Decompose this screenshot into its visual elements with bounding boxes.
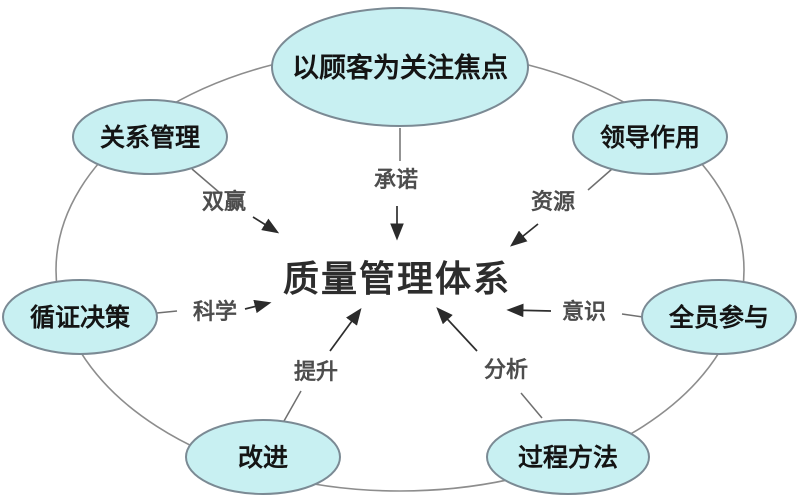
win-win-arrow [252,216,280,234]
edge-label-science: 科学 [193,299,237,324]
full-participation-label: 全员参与 [668,303,769,332]
edge-analysis: 分析 [436,307,543,419]
full-participation-ellipse [641,279,797,355]
win-win-connector-line [191,168,221,194]
edge-label-enhancement: 提升 [294,359,338,384]
science-connector-line [156,310,178,314]
relationship-management-ellipse [72,99,228,175]
edge-label-resources: 资源 [531,189,575,214]
evidence-based-decision-label: 循证决策 [30,303,131,332]
improvement-label: 改进 [238,443,288,472]
awareness-arrow [506,303,552,318]
process-approach-ellipse [486,419,650,495]
edge-commitment: 承诺 [374,128,418,241]
customer-focus-ellipse [271,7,529,127]
node-evidence-based-decision: 循证决策 [2,279,158,355]
edge-resources: 资源 [510,168,613,247]
node-relationship-management: 关系管理 [72,99,228,175]
node-customer-focus: 以顾客为关注焦点 [271,7,529,127]
evidence-based-decision-ellipse [2,279,158,355]
science-arrow [244,299,272,314]
relationship-management-label: 关系管理 [100,123,200,152]
process-approach-label: 过程方法 [518,443,618,472]
node-process-approach: 过程方法 [486,419,650,495]
node-full-participation: 全员参与 [641,279,797,355]
improvement-ellipse [185,419,341,495]
edge-enhancement: 提升 [283,307,362,422]
node-leadership: 领导作用 [572,99,728,175]
edge-science: 科学 [156,299,272,324]
edge-awareness: 意识 [506,299,644,324]
enhancement-arrow [329,307,362,352]
analysis-arrow [436,307,478,352]
awareness-connector-line [621,313,644,318]
analysis-connector-line [520,392,543,419]
resources-connector-line [587,168,613,191]
node-improvement: 改进 [185,419,341,495]
edge-label-awareness: 意识 [562,299,606,324]
center-title: 质量管理体系 [283,258,511,299]
edge-label-analysis: 分析 [484,357,528,382]
resources-arrow [510,223,539,247]
customer-focus-label: 以顾客为关注焦点 [292,52,508,83]
leadership-label: 领导作用 [600,123,700,152]
edge-win-win: 双赢 [191,168,280,234]
edge-label-win-win: 双赢 [202,189,246,214]
edge-label-commitment: 承诺 [374,167,418,192]
enhancement-connector-line [283,390,302,422]
leadership-ellipse [572,99,728,175]
